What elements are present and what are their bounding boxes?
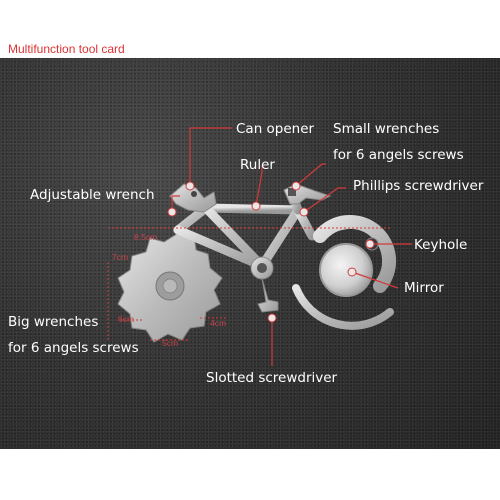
big-wrenches-sub-label: for 6 angels screws: [8, 340, 139, 356]
callout-dots: [167, 181, 375, 323]
front-wheel: [292, 214, 397, 330]
handlebar-phillips: [283, 183, 332, 205]
measurement-7cm: 7cm: [112, 252, 129, 262]
measurement-8-5cm: 8.5cm: [134, 232, 158, 242]
mirror-disc: [319, 243, 373, 297]
dimension-lines: [107, 227, 390, 341]
keyhole-label: Keyhole: [414, 237, 468, 253]
callout-lines: [171, 127, 412, 366]
bike-frame: [173, 189, 317, 271]
adjustable-wrench-label: Adjustable wrench: [30, 187, 155, 203]
big-wrench-gear: [117, 231, 223, 343]
ruler-label: Ruler: [240, 157, 275, 173]
measurement-4cm: 4cm: [210, 318, 227, 328]
mirror-label: Mirror: [404, 280, 444, 296]
crank-slotted-screwdriver: [250, 256, 279, 313]
small-wrenches-label: Small wrenches: [333, 121, 440, 137]
page-title: Multifunction tool card: [8, 42, 125, 56]
measurement-5cm: 5cm: [162, 338, 179, 348]
measurement-6cm: 6cm: [118, 314, 135, 324]
small-wrenches-sub-label: for 6 angels screws: [333, 147, 464, 163]
slotted-screwdriver-label: Slotted screwdriver: [206, 370, 338, 386]
can-opener-label: Can opener: [236, 121, 315, 137]
big-wrenches-label: Big wrenches: [8, 314, 99, 330]
phillips-screwdriver-label: Phillips screwdriver: [353, 178, 484, 194]
